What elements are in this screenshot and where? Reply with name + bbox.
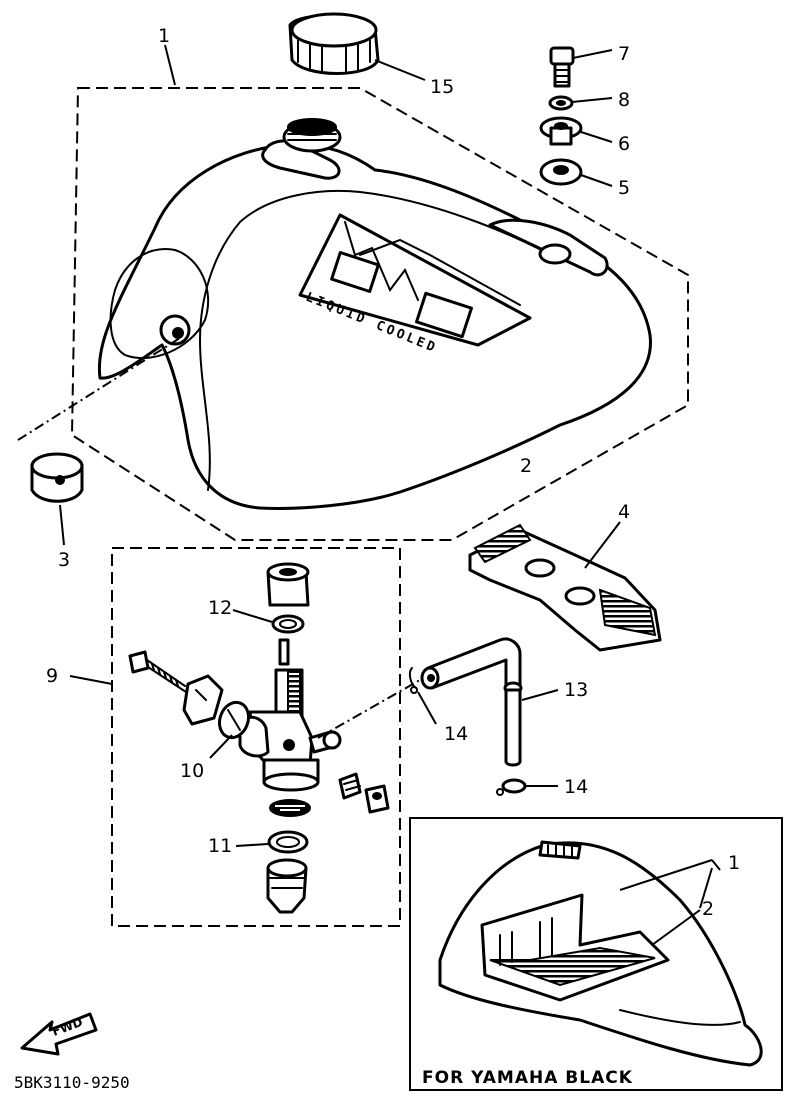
fwd-arrow: FWD <box>20 1012 98 1056</box>
hose-clip-14a <box>408 667 418 694</box>
inset-frame <box>409 817 783 1091</box>
fuel-cock-assembly <box>128 562 390 914</box>
bolt-7 <box>549 46 575 88</box>
inset-fuel-tank <box>438 840 763 1067</box>
tank-bracket-4 <box>468 523 662 652</box>
callout-7: 7 <box>618 43 630 65</box>
callout-3: 3 <box>58 549 70 571</box>
damper-3 <box>30 452 84 503</box>
callout-6: 6 <box>618 133 630 155</box>
diagram-code: 5BK3110-9250 <box>14 1073 130 1092</box>
callout-8: 8 <box>618 89 630 111</box>
damper-5 <box>539 158 583 186</box>
inset-caption: FOR YAMAHA BLACK <box>422 1068 633 1088</box>
callout-13: 13 <box>564 679 588 701</box>
callout-10: 10 <box>180 760 204 782</box>
callout-11: 11 <box>208 835 232 857</box>
fuel-cap <box>288 12 380 75</box>
tank-assembly-frame <box>70 87 689 541</box>
fuel-tank: LIQUID COOLED <box>97 118 652 510</box>
callout-15: 15 <box>430 76 454 98</box>
callout-12: 12 <box>208 597 232 619</box>
callout-1: 1 <box>158 25 170 47</box>
collar-6 <box>539 116 583 146</box>
inset-callout-2: 2 <box>702 898 714 920</box>
callout-2: 2 <box>520 455 532 477</box>
inset-callout-1: 1 <box>728 852 740 874</box>
fuel-hose-13 <box>420 637 523 767</box>
fuel-cock-frame <box>111 547 401 927</box>
hose-clip-14b <box>496 778 527 796</box>
washer-8 <box>548 95 574 111</box>
callout-5: 5 <box>618 177 630 199</box>
callout-9: 9 <box>46 665 58 687</box>
callout-14a: 14 <box>444 723 468 745</box>
callout-14b: 14 <box>564 776 588 798</box>
callout-4: 4 <box>618 501 630 523</box>
